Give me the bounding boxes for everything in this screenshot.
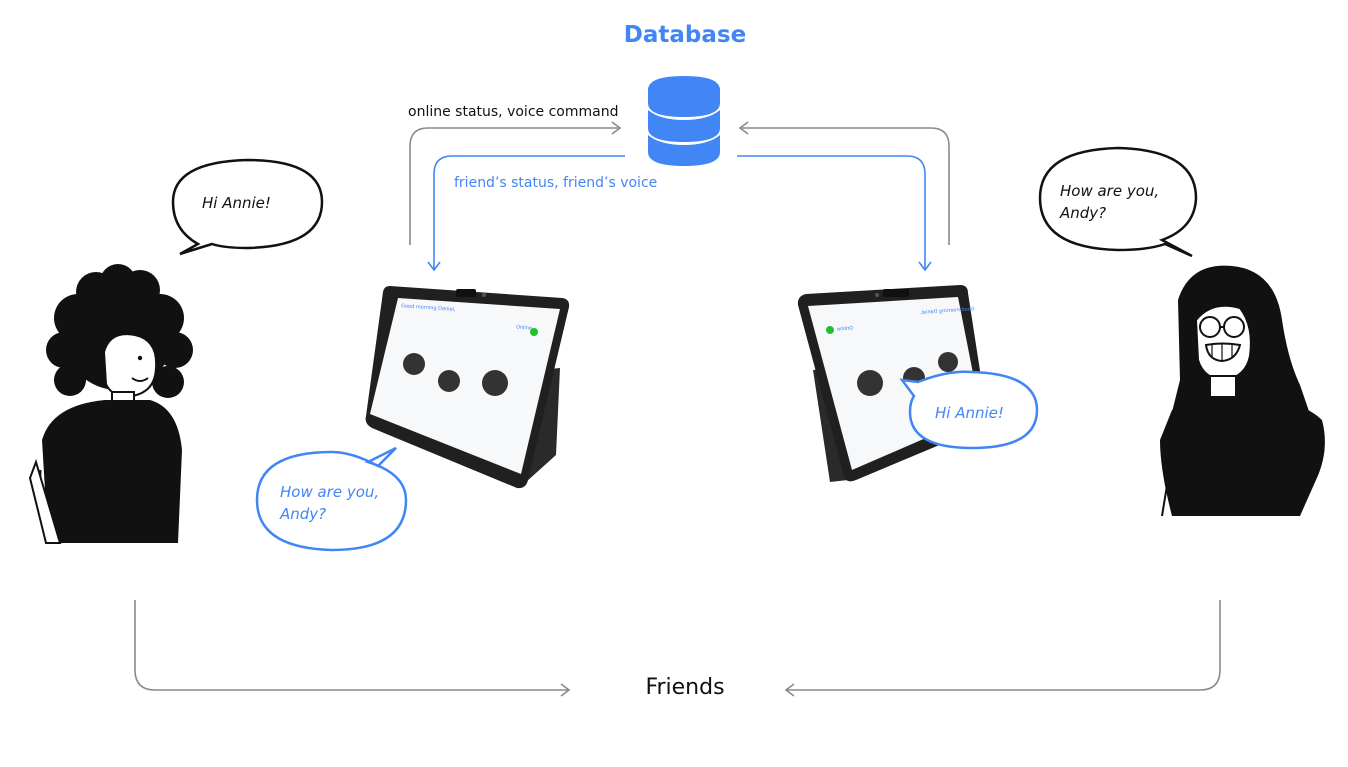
bubble-left-device-line1: How are you, bbox=[280, 483, 380, 501]
downstream-connector-right bbox=[737, 155, 932, 272]
right-screen-status: Online bbox=[836, 325, 854, 333]
bubble-right-person-line2: Andy? bbox=[1060, 204, 1107, 222]
upstream-label: online status, voice command bbox=[408, 104, 619, 120]
bubble-right-device-text: Hi Annie! bbox=[935, 404, 1004, 422]
person-left-illustration bbox=[28, 264, 193, 544]
friends-connector-right bbox=[784, 600, 1221, 697]
bubble-right-device bbox=[899, 370, 1039, 450]
tablet-device-left bbox=[365, 286, 570, 489]
upstream-connector-left bbox=[409, 121, 622, 245]
bubble-left-device-text: How are you, Andy? bbox=[280, 481, 379, 525]
downstream-label: friend’s status, friend’s voice bbox=[454, 175, 658, 191]
friends-label: Friends bbox=[645, 675, 725, 700]
bubble-left-person-text: Hi Annie! bbox=[202, 194, 271, 212]
bubble-left-person bbox=[171, 158, 324, 256]
person-right-illustration bbox=[1160, 265, 1325, 517]
upstream-connector-right bbox=[738, 121, 950, 245]
bubble-left-device-line2: Andy? bbox=[280, 505, 327, 523]
database-icon bbox=[648, 76, 720, 166]
friends-connector-left bbox=[134, 600, 571, 697]
downstream-connector-left bbox=[427, 155, 625, 272]
database-title: Database bbox=[623, 22, 747, 48]
bubble-right-person bbox=[1038, 146, 1198, 258]
left-screen-status: Online bbox=[515, 324, 533, 332]
bubble-right-person-line1: How are you, bbox=[1060, 182, 1160, 200]
bubble-right-person-text: How are you, Andy? bbox=[1060, 180, 1159, 224]
bubble-left-device bbox=[255, 446, 408, 552]
